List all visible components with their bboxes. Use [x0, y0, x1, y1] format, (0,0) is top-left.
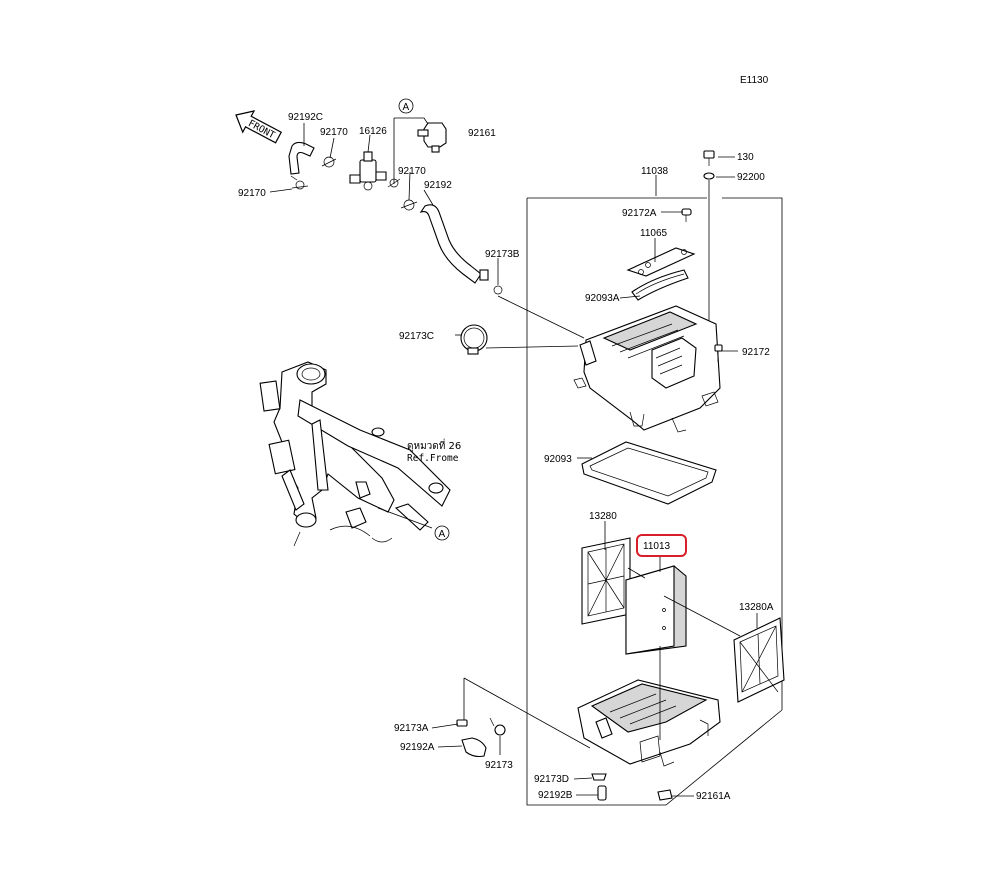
label-92192[interactable]: 92192 — [424, 180, 452, 191]
ref-marker-a-top: A — [398, 98, 414, 114]
label-92093A[interactable]: 92093A — [585, 293, 620, 304]
label-13280A[interactable]: 13280A — [739, 602, 774, 613]
label-130[interactable]: 130 — [737, 152, 754, 163]
label-92173[interactable]: 92173 — [485, 760, 513, 771]
label-92173D[interactable]: 92173D — [534, 774, 569, 785]
diagram-code: E1130 — [740, 75, 769, 86]
label-92192C[interactable]: 92192C — [288, 112, 323, 123]
assembly-outline — [526, 197, 783, 806]
label-13280[interactable]: 13280 — [589, 511, 617, 522]
label-92170-top[interactable]: 92170 — [320, 127, 348, 138]
label-11065[interactable]: 11065 — [640, 228, 668, 239]
ref-marker-a-frame-label: A — [439, 529, 446, 540]
part-labels[interactable]: 92192C 92170 16126 92161 92170 92170 921… — [238, 112, 774, 802]
airbox-lower-drawing — [577, 679, 721, 767]
label-92170-right[interactable]: 92170 — [398, 166, 426, 177]
gasket-92093a-drawing — [631, 269, 689, 301]
label-92093[interactable]: 92093 — [544, 454, 572, 465]
label-92172A[interactable]: 92172A — [622, 208, 657, 219]
label-92161A[interactable]: 92161A — [696, 791, 731, 802]
label-92192A[interactable]: 92192A — [400, 742, 435, 753]
hose-assembly-drawing — [288, 122, 503, 355]
screw-92172-icon — [714, 344, 723, 362]
frame-reference-drawing — [259, 361, 451, 547]
label-92170-left[interactable]: 92170 — [238, 188, 266, 199]
label-11038[interactable]: 11038 — [641, 166, 669, 177]
filter-element-11013-drawing — [625, 565, 687, 655]
frame-ref-text-line2: Ref.Frome — [407, 453, 459, 464]
label-11013[interactable]: 11013 — [643, 541, 671, 552]
washer-92200-icon — [703, 172, 715, 180]
label-16126[interactable]: 16126 — [359, 126, 387, 137]
ref-marker-a-top-label: A — [403, 102, 410, 113]
sensor-92161a-icon — [657, 789, 673, 801]
highlight-box-11013 — [636, 534, 687, 557]
plug-92192b-icon — [597, 785, 607, 801]
grommet-92172a-icon — [681, 208, 692, 222]
clamp-92173d-icon — [591, 773, 607, 781]
filter-frame-13280-drawing — [581, 537, 631, 625]
label-92192B[interactable]: 92192B — [538, 790, 573, 801]
clamp-92173a-icon — [456, 719, 468, 727]
bolt-130-icon — [703, 150, 715, 166]
leader-lines — [269, 117, 758, 797]
label-92161[interactable]: 92161 — [468, 128, 496, 139]
plate-11065-drawing — [626, 247, 696, 277]
ref-marker-a-frame: A — [434, 525, 450, 541]
label-92200[interactable]: 92200 — [737, 172, 765, 183]
front-arrow-icon: FRONT — [235, 110, 283, 144]
gasket-92093-drawing — [581, 441, 717, 505]
label-92173C[interactable]: 92173C — [399, 331, 434, 342]
clamp-92173-icon — [489, 717, 506, 736]
label-92173B[interactable]: 92173B — [485, 249, 520, 260]
airbox-upper-drawing — [573, 305, 721, 433]
filter-frame-13280a-drawing — [733, 617, 785, 703]
label-92173A[interactable]: 92173A — [394, 723, 429, 734]
frame-ref-text-line1: ดูหมวดที่ 26 — [407, 438, 461, 452]
elbow-92192a-drawing — [461, 737, 487, 758]
label-92172[interactable]: 92172 — [742, 347, 770, 358]
